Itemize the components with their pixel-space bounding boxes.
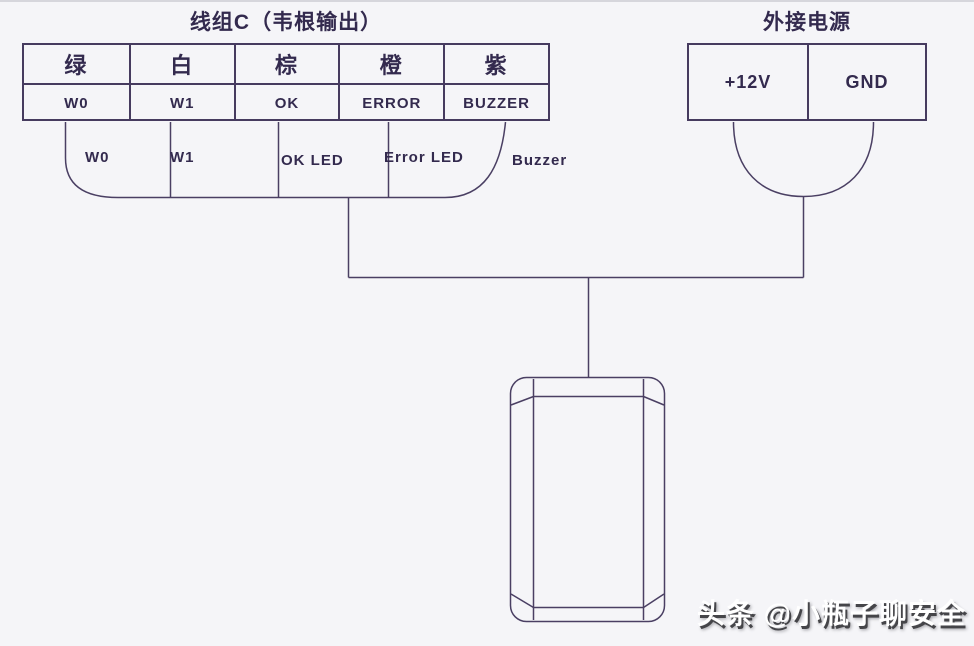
wire-color-cell: 紫 [443, 45, 548, 85]
wire-signal-cell: BUZZER [443, 85, 548, 121]
card-reader-chamfer-bottom-left [510, 593, 534, 609]
power-terminal-cell: +12V [724, 71, 772, 92]
wire-signal-cell: OK [233, 85, 339, 121]
wire-label-w0: W0 [85, 149, 110, 166]
wire-label-ok-led: OK LED [281, 152, 344, 169]
power-bundle-curve [732, 121, 875, 198]
wire-color-cell: 棕 [233, 45, 339, 85]
card-reader-chamfer-bottom-right [643, 593, 665, 609]
wire-signal-cell: W0 [64, 94, 89, 112]
external-power-table: +12V GND [687, 43, 927, 121]
wire-label-w1: W1 [170, 149, 195, 166]
wire-color-cell: 白 [128, 45, 234, 85]
card-reader-chamfer-top-right [643, 395, 665, 406]
card-reader-chamfer-top-left [510, 395, 534, 406]
card-reader-device [509, 376, 666, 623]
wire-signal-cell: W1 [128, 85, 234, 121]
wire-color-cell: 橙 [338, 45, 444, 85]
wire-label-buzzer: Buzzer [512, 152, 568, 169]
wiegand-group-title: 线组C（韦根输出） [189, 11, 383, 34]
wire-signal-cell: ERROR [338, 85, 443, 121]
power-terminal-cell: GND [807, 45, 925, 119]
wiegand-wire-table: 绿 白 棕 橙 紫 W0 W1 OK ERROR BUZZER [22, 43, 550, 121]
wire-label-error-led: Error LED [384, 149, 464, 166]
card-reader-outline [509, 376, 666, 623]
toutiao-watermark: 头条 @小瓶子聊安全 [696, 598, 966, 629]
power-group-title: 外接电源 [763, 11, 851, 34]
wire-color-cell: 绿 [24, 45, 129, 85]
